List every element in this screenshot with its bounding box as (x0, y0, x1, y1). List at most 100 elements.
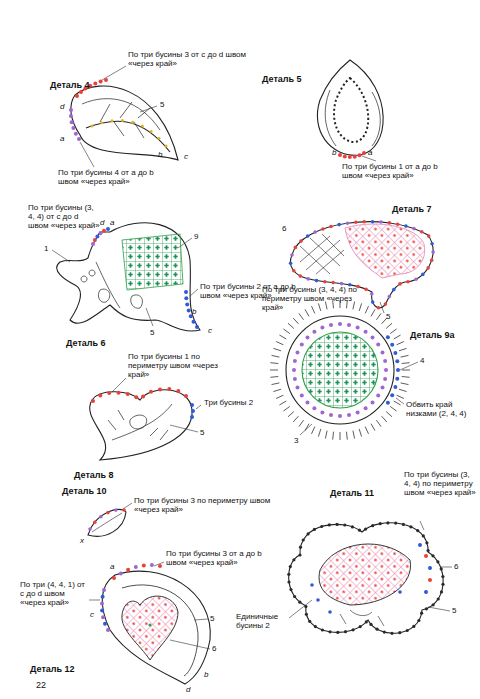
green-grid (122, 234, 183, 290)
bead (398, 590, 402, 594)
bead (185, 302, 189, 306)
bead (310, 583, 314, 587)
edge-strand (318, 429, 320, 437)
bead (190, 415, 194, 419)
bead (377, 306, 381, 310)
edge-strand (270, 376, 278, 378)
bead (106, 227, 110, 231)
bead (134, 565, 138, 569)
bead (431, 250, 435, 254)
bead (329, 323, 333, 327)
bead (346, 221, 350, 225)
bead (412, 625, 415, 628)
bead (299, 274, 303, 278)
bead-guide (114, 565, 160, 578)
bead (354, 220, 358, 224)
bead (362, 220, 366, 224)
edge-strand (318, 303, 320, 311)
edge-strand (397, 342, 404, 345)
bead (102, 588, 106, 592)
bead (398, 282, 402, 286)
stitch-note: По три бусины 3 от c до d швом «через кр… (128, 50, 246, 68)
bead (306, 277, 310, 281)
bead (393, 385, 397, 389)
bead (358, 529, 361, 532)
bead (344, 630, 347, 633)
bead (402, 523, 405, 526)
point-letter: b (332, 148, 336, 157)
bead (386, 521, 389, 524)
edge-strand (288, 412, 294, 417)
edge-strand (305, 424, 309, 431)
bead (101, 615, 105, 619)
bead (359, 625, 362, 628)
bead (126, 568, 130, 572)
bead (328, 610, 332, 614)
stitch-note: Единичные бусины 2 (236, 612, 288, 630)
edge-strand (283, 329, 289, 334)
edge-strand (325, 431, 327, 439)
bead (184, 296, 188, 300)
bead (149, 390, 153, 394)
bead (388, 295, 392, 299)
bead (386, 401, 390, 405)
stitch-note: По три бусины (3, 4, 4) по периметру шво… (262, 285, 367, 313)
edge-strand (283, 406, 289, 411)
bead (428, 566, 432, 570)
bead (436, 560, 439, 563)
bead (328, 630, 331, 633)
bead (430, 259, 434, 263)
edge-strand (353, 302, 355, 310)
bead (353, 155, 357, 159)
edge-strand (390, 406, 396, 411)
bead (320, 411, 324, 415)
bead (352, 628, 355, 631)
bead (296, 350, 300, 354)
paisley-outline (102, 571, 210, 684)
edge-strand (394, 335, 401, 339)
bead (371, 300, 375, 304)
callout-number: 6 (212, 644, 216, 653)
drop-lines (325, 90, 380, 146)
bead (379, 522, 382, 525)
bead (323, 280, 327, 284)
leaf-vein (82, 99, 160, 138)
bead (396, 222, 400, 226)
bead (420, 230, 424, 234)
bead (100, 602, 104, 606)
bead (418, 543, 422, 547)
bead (320, 326, 324, 330)
edge-strand (276, 342, 283, 345)
edge-strand (279, 401, 286, 405)
bead (287, 573, 290, 576)
bead (331, 281, 335, 285)
bead (432, 603, 435, 606)
stitch-note: Обвить край низками (2, 4, 4) (406, 400, 478, 418)
point-letter: b (204, 670, 208, 679)
bead (287, 580, 290, 583)
bead (302, 538, 305, 541)
bead (376, 342, 380, 346)
pink-grid (345, 224, 425, 278)
callout-number: 5 (210, 614, 214, 623)
edge-strand (299, 420, 304, 426)
callout-number: 6 (282, 224, 286, 233)
bead (141, 125, 144, 128)
bead (395, 377, 399, 381)
callout-number: 5 (160, 100, 164, 109)
edge-strand (293, 318, 298, 324)
part-name: Деталь 12 (30, 664, 75, 674)
bead (126, 392, 130, 396)
bead (406, 629, 409, 632)
edge-strand (386, 412, 392, 417)
edge-strand (402, 376, 410, 378)
pink-grid (319, 544, 411, 605)
bead (122, 508, 126, 512)
bead (74, 132, 78, 136)
bead (167, 387, 171, 391)
bead (383, 359, 387, 363)
stitch-note: По три бусины 3 по периметру швом «через… (134, 496, 274, 514)
bead (386, 335, 390, 339)
callout-number: 3 (294, 436, 298, 445)
edge-strand (382, 416, 387, 422)
